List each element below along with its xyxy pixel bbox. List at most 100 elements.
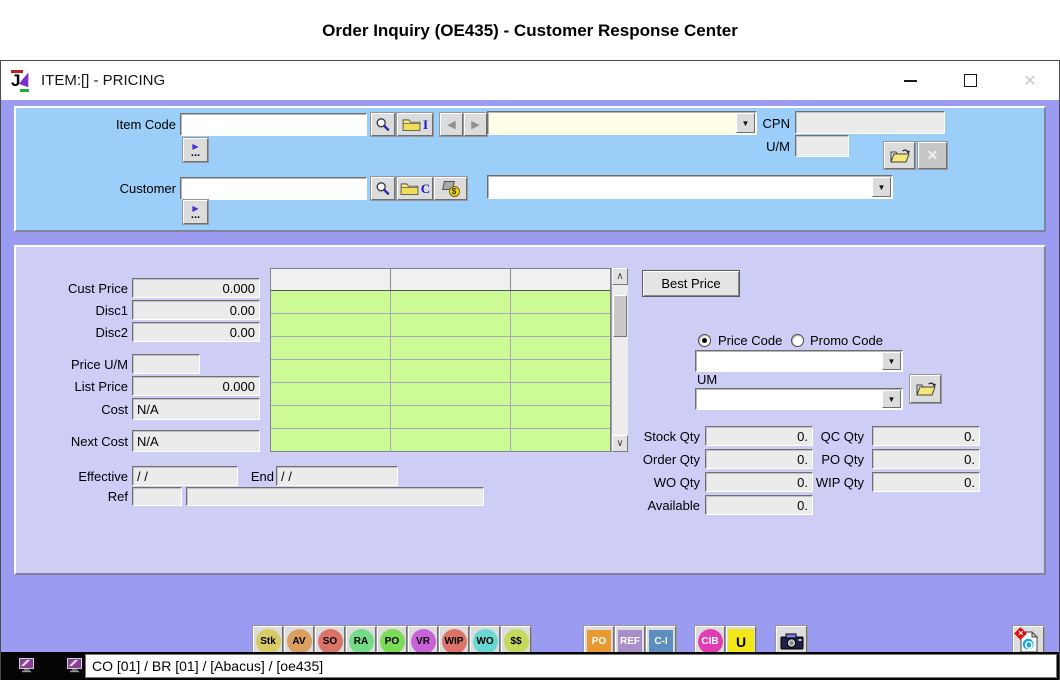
promo-code-radio[interactable] (791, 334, 804, 347)
item-options-button[interactable]: ▶ ... (183, 138, 208, 162)
clear-x-icon: ✕ (926, 147, 939, 163)
effective-field: / / (132, 466, 238, 486)
order-qty-field: 0. (705, 449, 813, 469)
cpn-label: CPN (762, 116, 790, 131)
close-button[interactable]: ✕ (1015, 67, 1045, 94)
customer-label: Customer (119, 181, 176, 196)
so-badge: SO (317, 629, 343, 654)
dropdown-arrow-icon[interactable]: ▼ (882, 390, 901, 408)
um-open-folder-button[interactable] (910, 375, 941, 403)
stock-qty-label: Stock Qty (643, 428, 700, 444)
customer-browse-button[interactable]: C (397, 177, 433, 200)
toolbar-dollars-button[interactable]: $$ (501, 626, 531, 657)
toolbar-wip-button[interactable]: WIP (439, 626, 469, 657)
item-code-input[interactable] (180, 113, 367, 136)
customer-letter: C (420, 180, 431, 196)
cost-field: N/A (132, 398, 260, 420)
toolbar-camera-button[interactable] (776, 626, 807, 657)
scroll-thumb[interactable] (613, 295, 627, 337)
item-browse-button[interactable]: I (397, 113, 433, 136)
effective-label: Effective (78, 468, 128, 484)
search-icon (376, 117, 390, 131)
close-icon: ✕ (1023, 72, 1037, 90)
customer-name-dropdown[interactable]: ▼ (487, 175, 893, 199)
u-badge: U (728, 628, 754, 655)
title-bar: J ITEM:[] - PRICING ✕ (1, 61, 1059, 100)
minimize-button[interactable] (895, 67, 925, 94)
wo-qty-label: WO Qty (653, 474, 700, 490)
toolbar-po-button[interactable]: PO (377, 626, 407, 657)
ellipsis-icon: ... (190, 146, 201, 159)
grid-row[interactable] (271, 360, 610, 383)
end-label: End (250, 468, 274, 484)
wip-qty-label: WIP Qty (815, 474, 864, 490)
item-next-button[interactable]: ▶ (464, 113, 487, 136)
ci-badge: C-I (649, 629, 673, 654)
dropdown-arrow-icon[interactable]: ▼ (882, 352, 901, 370)
toolbar-ra-button[interactable]: RA (346, 626, 376, 657)
dropdown-arrow-icon[interactable]: ▼ (736, 113, 755, 133)
toolbar-so-button[interactable]: SO (315, 626, 345, 657)
status-bar: CO [01] / BR [01] / [Abacus] / [oe435] (1, 652, 1059, 680)
disc2-label: Disc2 (95, 324, 128, 340)
cust-price-field: 0.000 (132, 278, 260, 298)
ellipsis-icon: ... (190, 208, 201, 221)
customer-input[interactable] (180, 177, 367, 200)
grid-row[interactable] (271, 429, 610, 452)
um-field (795, 135, 849, 157)
dropdown-arrow-icon[interactable]: ▼ (872, 177, 891, 197)
best-price-button[interactable]: Best Price (642, 270, 740, 297)
toolbar-vr-button[interactable]: VR (408, 626, 438, 657)
scroll-up-icon: ∧ (616, 271, 624, 282)
wo-qty-field: 0. (705, 472, 813, 492)
um-label: U/M (766, 138, 790, 154)
grid-scrollbar[interactable]: ∧ ∨ (611, 268, 628, 452)
grid-row[interactable] (271, 291, 610, 314)
next-cost-label: Next Cost (70, 433, 128, 449)
toolbar-ref-button[interactable]: REF (615, 626, 645, 657)
grid-row[interactable] (271, 406, 610, 429)
cpn-field (795, 111, 945, 134)
client-area: Item Code I ◀ ▶ ▼ CPN U/M ✕ (1, 100, 1059, 657)
toolbar-u-button[interactable]: U (726, 626, 756, 657)
toolbar-ci-button[interactable]: C-I (646, 626, 676, 657)
toolbar-po2-button[interactable]: PO (584, 626, 614, 657)
ref-code-field (132, 487, 182, 506)
toolbar-stk-button[interactable]: Stk (253, 626, 283, 657)
price-grid-header (271, 269, 610, 291)
ra-badge: RA (348, 629, 374, 654)
item-open-folder-button[interactable] (884, 142, 915, 169)
item-search-button[interactable] (371, 113, 395, 136)
um-dropdown[interactable]: ▼ (695, 388, 903, 410)
scroll-up-button[interactable]: ∧ (612, 268, 628, 285)
scroll-down-icon: ∨ (616, 438, 624, 449)
price-code-radio[interactable] (698, 334, 711, 347)
grid-row[interactable] (271, 383, 610, 406)
session-context-text: CO [01] / BR [01] / [Abacus] / [oe435] (85, 654, 1057, 678)
next-arrow-icon: ▶ (471, 119, 480, 131)
qc-qty-field: 0. (872, 426, 980, 446)
wip-badge: WIP (441, 629, 467, 654)
item-prev-button[interactable]: ◀ (440, 113, 463, 136)
maximize-button[interactable] (955, 67, 985, 94)
customer-options-button[interactable]: ▶ ... (183, 200, 208, 224)
grid-row[interactable] (271, 314, 610, 337)
stk-badge: Stk (255, 629, 281, 654)
po2-badge: PO (587, 629, 611, 654)
item-description-dropdown[interactable]: ▼ (487, 111, 757, 135)
toolbar-wo-button[interactable]: WO (470, 626, 500, 657)
vr-badge: VR (410, 629, 436, 654)
grid-row[interactable] (271, 337, 610, 360)
ref-label: Ref (107, 489, 128, 504)
price-code-value (700, 351, 880, 371)
order-qty-label: Order Qty (642, 451, 700, 467)
toolbar-cib-button[interactable]: CIB (695, 626, 725, 657)
price-code-dropdown[interactable]: ▼ (695, 350, 903, 372)
clear-button[interactable]: ✕ (918, 142, 947, 169)
customer-pricing-button[interactable]: $ (434, 177, 467, 200)
scroll-down-button[interactable]: ∨ (612, 435, 628, 452)
item-description-value (492, 112, 734, 134)
customer-search-button[interactable] (371, 177, 395, 200)
search-icon (376, 181, 390, 195)
price-um-label: Price U/M (70, 356, 128, 372)
